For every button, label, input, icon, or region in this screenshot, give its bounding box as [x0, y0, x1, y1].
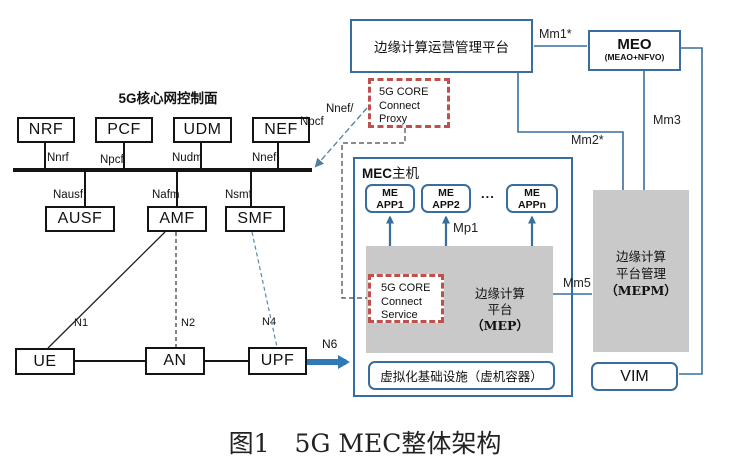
node-upf: UPF [248, 347, 307, 375]
node-vim: VIM [591, 362, 678, 391]
mep-line1: 边缘计算 [474, 286, 525, 301]
node-meo: MEO (MEAO+NFVO) [588, 30, 681, 71]
node-vim-label: VIM [620, 367, 649, 385]
if-mp1: Mp1 [453, 220, 479, 235]
node-mepm-text: 边缘计算 平台管理 （MEPM） [593, 248, 689, 299]
node-edge-oss: 边缘计算运营管理平台 [350, 19, 533, 73]
node-ue-label: UE [33, 352, 57, 370]
node-smf-label: SMF [237, 210, 273, 227]
node-mepm [593, 190, 689, 352]
mepm-line3: （MEPM） [605, 283, 677, 298]
node-udm: UDM [173, 117, 232, 143]
if-npcf-line2: Npcf [300, 116, 324, 128]
ref-nausf: Nausf [53, 189, 84, 201]
ref-nafm: Nafm [152, 189, 180, 201]
node-udm-label: UDM [183, 121, 222, 138]
node-me-app1: ME APP1 [365, 184, 415, 213]
apps-ellipsis: ... [481, 186, 495, 201]
app1-line2: APP1 [376, 198, 404, 211]
if-n4: N4 [262, 316, 277, 328]
mepm-line1: 边缘计算 [615, 249, 666, 264]
node-nrf-label: NRF [28, 121, 64, 138]
node-amf-label: AMF [159, 210, 195, 227]
node-an: AN [145, 347, 205, 375]
service-line2: Connect [381, 295, 422, 308]
mec-host-title: MEC主机 [362, 162, 419, 182]
core-title-text: 核心网控制面 [136, 91, 218, 106]
mepm-line2: 平台管理 [615, 266, 666, 281]
ref-nnef: Nnef [252, 152, 277, 164]
if-n1: N1 [74, 317, 89, 329]
node-me-appn: ME APPn [506, 184, 558, 213]
core-title-5g: 5G [118, 91, 137, 106]
if-nnef-line1: Nnef/ [326, 103, 354, 115]
ref-nnrf: Nnrf [47, 152, 69, 164]
app1-line1: ME [382, 186, 398, 199]
node-nef: NEF [252, 117, 310, 143]
node-ausf: AUSF [45, 206, 115, 232]
node-5gcore-connect-service: 5G CORE Connect Service [368, 274, 444, 323]
mep-line3: （MEP） [471, 318, 529, 333]
ref-nudm: Nudm [172, 152, 203, 164]
if-mm2: Mm2* [571, 133, 604, 147]
proxy-line3: Proxy [379, 113, 408, 125]
service-line1: 5G CORE [381, 282, 431, 294]
mec-host-title-rest: 主机 [392, 166, 419, 181]
mep-line2: 平台 [487, 302, 513, 317]
node-me-app2: ME APP2 [421, 184, 471, 213]
node-virtual-infrastructure: 虚拟化基础设施（虚机容器） [368, 361, 555, 390]
node-meo-subtitle: (MEAO+NFVO) [604, 51, 665, 62]
node-smf: SMF [225, 206, 285, 232]
node-meo-title: MEO [617, 35, 652, 53]
if-n6: N6 [322, 337, 338, 351]
node-5gcore-connect-proxy: 5G CORE Connect Proxy [368, 78, 450, 128]
service-line3: Service [381, 309, 418, 321]
node-ue: UE [15, 348, 75, 375]
app2-line1: ME [438, 186, 454, 199]
proxy-line2: Connect [379, 99, 420, 112]
ref-nsmf: Nsmf [225, 189, 252, 201]
node-edge-oss-label: 边缘计算运营管理平台 [374, 40, 509, 56]
node-pcf-label: PCF [107, 121, 141, 138]
node-upf-label: UPF [260, 352, 295, 369]
node-nrf: NRF [17, 117, 75, 143]
figure-caption: 图1 5G MEC整体架构 [228, 429, 502, 458]
appn-line2: APPn [517, 198, 546, 211]
if-mm5: Mm5 [563, 276, 591, 290]
if-nnef-npcf: Nnef/ Npcf [300, 103, 354, 129]
if-n2: N2 [181, 317, 196, 329]
if-mm3: Mm3 [653, 113, 681, 127]
mec-host-title-bold: MEC [362, 166, 392, 181]
node-pcf: PCF [95, 117, 153, 143]
core-network-title: 5G核心网控制面 [88, 87, 248, 107]
node-amf: AMF [147, 206, 207, 232]
proxy-line1: 5G CORE [379, 86, 429, 98]
app2-line2: APP2 [432, 198, 460, 211]
node-an-label: AN [163, 352, 187, 369]
if-mm1: Mm1* [539, 27, 572, 41]
appn-line1: ME [524, 186, 540, 199]
virt-infra-label: 虚拟化基础设施（虚机容器） [380, 369, 543, 384]
ref-npcf: Npcf [100, 154, 124, 166]
node-ausf-label: AUSF [57, 210, 103, 227]
node-nef-label: NEF [264, 121, 298, 138]
node-mep-text: 边缘计算 平台 （MEP） [440, 286, 560, 334]
